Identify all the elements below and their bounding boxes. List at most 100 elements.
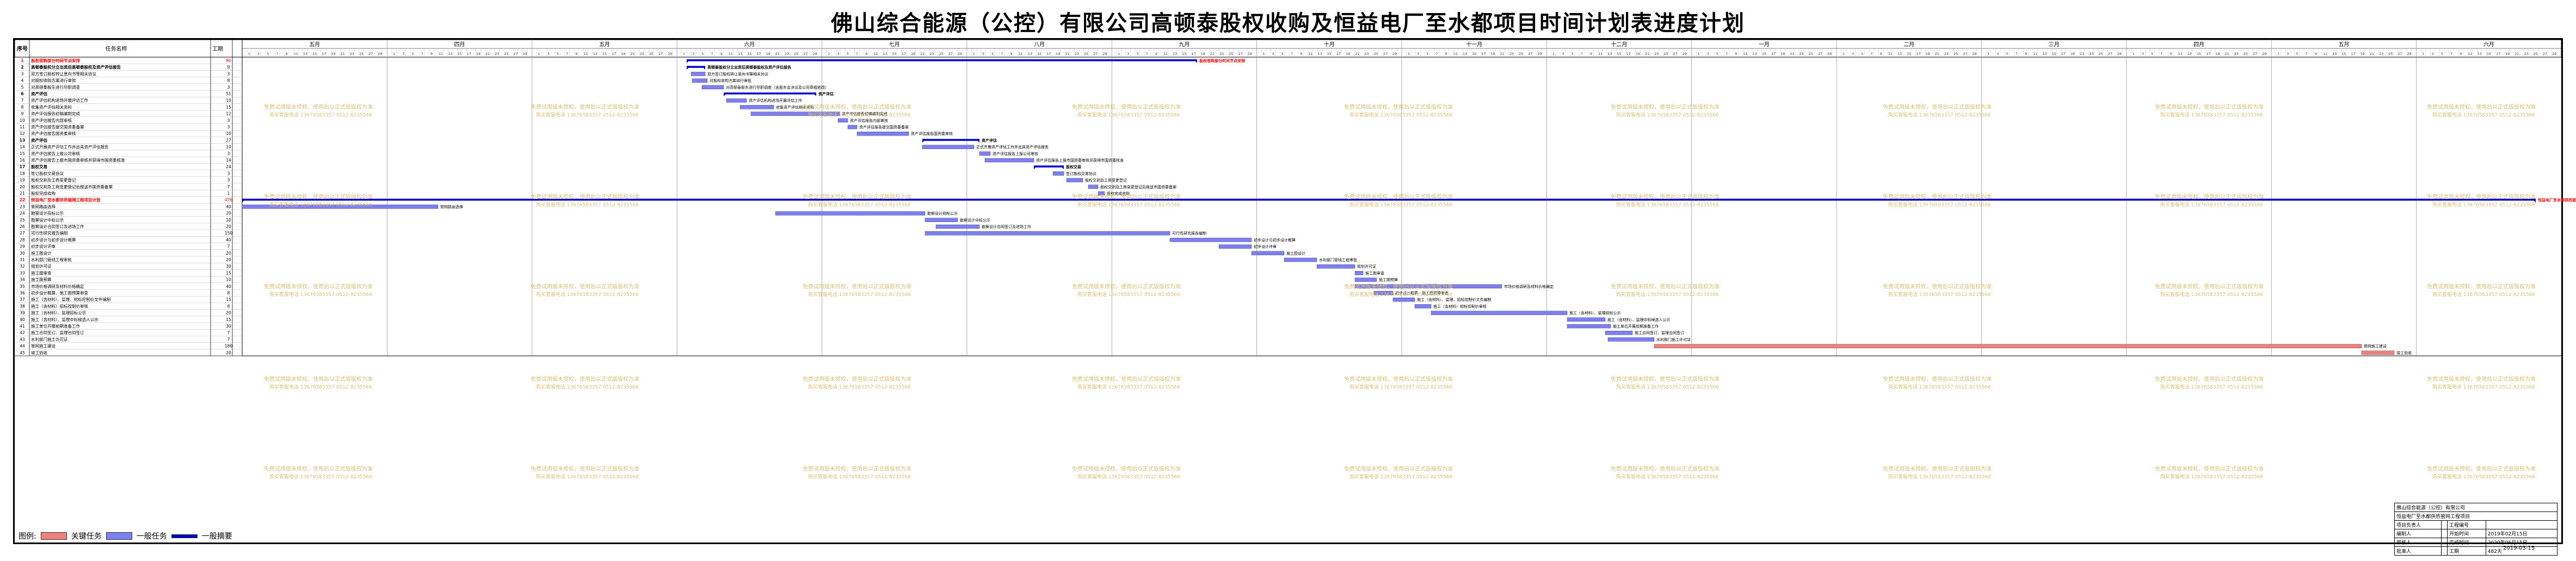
day-label: 11 xyxy=(1163,52,1168,56)
task-name: 市场价格调研及材料价格确定 xyxy=(31,283,84,289)
task-days: 15 xyxy=(226,317,231,322)
watermark-line1: 免费试用版未授权，使用后以正式版版权为准 xyxy=(264,375,373,383)
day-label: 7 xyxy=(276,52,279,56)
day-label: 11 xyxy=(1598,52,1603,56)
task-no: 8 xyxy=(21,104,24,109)
month-label: 六月 xyxy=(2483,41,2494,48)
watermark-line2: 购买客服电话 13676583357 0512-8235566 xyxy=(1616,291,1719,298)
day-label: 11 xyxy=(2468,52,2473,56)
day-label: 17 xyxy=(1482,52,1486,56)
day-label: 19 xyxy=(1346,52,1350,56)
day-label: 11 xyxy=(729,52,733,56)
day-label: 17 xyxy=(1916,52,1921,56)
day-label: 21 xyxy=(775,52,780,56)
day-label: 27 xyxy=(2398,52,2402,56)
day-label: 13 xyxy=(1028,52,1032,56)
info-date: 2019-03-15 xyxy=(2503,545,2535,551)
day-label: 29 xyxy=(1683,52,1687,56)
day-label: 7 xyxy=(2306,52,2308,56)
task-days: 8 xyxy=(227,291,230,295)
day-label: 7 xyxy=(856,52,858,56)
summary-bar xyxy=(687,66,705,68)
day-label: 5 xyxy=(1281,52,1284,56)
day-label: 5 xyxy=(1716,52,1718,56)
task-bar xyxy=(242,205,439,209)
day-label: 9 xyxy=(720,52,723,56)
task-name: 初步设计评审 xyxy=(31,244,56,249)
task-bar xyxy=(922,145,975,149)
summary-bar xyxy=(922,139,979,141)
day-label: 7 xyxy=(1725,52,1728,56)
task-name: 勘察设计合同签订及进场工作 xyxy=(31,224,84,229)
task-no: 14 xyxy=(20,145,25,150)
task-bar xyxy=(1373,291,1394,295)
day-label: 11 xyxy=(584,52,588,56)
watermark-line2: 购买客服电话 13676583357 0512-8235566 xyxy=(2160,112,2263,118)
task-bar xyxy=(1316,264,1355,269)
task-bar xyxy=(1098,191,1105,196)
day-label: 11 xyxy=(1019,52,1023,56)
task-bar xyxy=(1431,311,1568,315)
task-days: 24 xyxy=(226,164,231,169)
task-bar xyxy=(775,211,926,215)
day-label: 17 xyxy=(757,52,761,56)
watermark-line1: 免费试用版未授权，使用后以正式版版权为准 xyxy=(1883,193,1992,200)
day-label: 11 xyxy=(2323,52,2327,56)
day-label: 13 xyxy=(593,52,597,56)
bar-label: 资产评估 xyxy=(982,138,997,143)
month-label: 一月 xyxy=(1759,41,1770,48)
task-days: 15 xyxy=(226,104,231,109)
task-bar xyxy=(1052,171,1064,176)
day-label: 1 xyxy=(2277,52,2279,56)
watermark-line2: 购买客服电话 13676583357 0512-8235566 xyxy=(808,384,911,390)
task-days: 20 xyxy=(226,251,231,256)
day-label: 5 xyxy=(2006,52,2008,56)
task-days: 20 xyxy=(226,257,231,262)
day-label: 1 xyxy=(1263,52,1265,56)
day-label: 3 xyxy=(1127,52,1129,56)
task-name: 对高顿泰股东进行尽职调查 xyxy=(31,84,80,90)
day-label: 27 xyxy=(1673,52,1678,56)
task-days: 3 xyxy=(227,151,230,156)
day-label: 7 xyxy=(1146,52,1148,56)
watermark-line2: 购买客服电话 13676583357 0512-8235566 xyxy=(808,201,911,208)
task-name: 初步设计与初步设计概算 xyxy=(31,237,76,242)
task-bar xyxy=(1354,278,1377,282)
summary-bar-cap-left xyxy=(687,66,690,70)
day-label: 25 xyxy=(1809,52,1813,56)
bar-label: 股权交割及工商变更登记 xyxy=(1085,178,1127,183)
watermark-line2: 购买客服电话 13676583357 0512-8235566 xyxy=(2160,473,2263,480)
day-label: 27 xyxy=(1383,52,1388,56)
task-days: 9 xyxy=(227,65,230,70)
task-name: 资产评估报告上报市国资委审核并获得市国资委核准 xyxy=(31,157,125,163)
watermark-line1: 免费试用版未授权，使用后以正式版版权为准 xyxy=(1611,465,1720,472)
day-label: 7 xyxy=(2450,52,2452,56)
bar-label: 水利部门管线工程审批 xyxy=(1319,257,1357,262)
day-label: 9 xyxy=(1880,52,1882,56)
watermark-line1: 免费试用版未授权，使用后以正式版版权为准 xyxy=(2155,375,2264,383)
watermark-line1: 免费试用版未授权，使用后以正式版版权为准 xyxy=(1344,103,1453,110)
bar-label: 资产评估报告上报公司审核 xyxy=(993,151,1038,156)
task-no: 35 xyxy=(20,284,25,289)
task-days: 150 xyxy=(225,231,233,236)
bar-label: 双方签订股权转让意向书等相关协议 xyxy=(707,71,768,76)
day-label: 29 xyxy=(523,52,527,56)
day-label: 25 xyxy=(504,52,509,56)
task-bar xyxy=(984,158,1034,163)
task-bar xyxy=(1354,271,1364,275)
watermark-line1: 免费试用版未授权，使用后以正式版版权为准 xyxy=(2427,375,2536,383)
watermark-line2: 购买客服电话 13676583357 0512-8235566 xyxy=(269,384,372,390)
day-label: 19 xyxy=(766,52,771,56)
day-label: 19 xyxy=(1780,52,1785,56)
bar-label: 规划许可证 xyxy=(1357,264,1376,269)
bar-label: 施工（含材料）招标控制价审核 xyxy=(1433,304,1487,309)
day-label: 21 xyxy=(1355,52,1360,56)
task-days: 40 xyxy=(226,237,231,242)
task-bar xyxy=(750,112,840,116)
day-label: 3 xyxy=(1417,52,1419,56)
task-no: 24 xyxy=(20,211,25,216)
bar-label: 对股权收购方案进行审批 xyxy=(710,78,751,83)
bar-label: 施工（含材料）、监理招标公示 xyxy=(1569,311,1621,316)
day-label: 7 xyxy=(1436,52,1438,56)
